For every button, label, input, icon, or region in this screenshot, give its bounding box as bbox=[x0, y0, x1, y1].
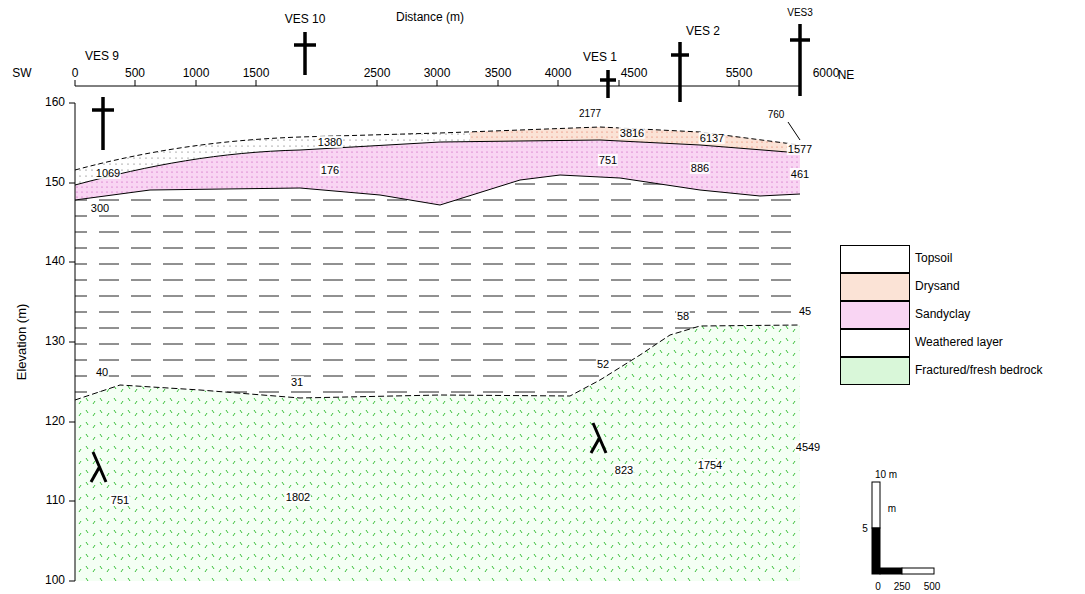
axis-label: VES 10 bbox=[285, 13, 326, 26]
resistivity-value: 300 bbox=[90, 202, 110, 214]
axis-label: VES 1 bbox=[583, 51, 617, 64]
drysand-layer bbox=[470, 127, 800, 185]
resistivity-value: 461 bbox=[790, 168, 810, 180]
axis-label: 6000 bbox=[813, 67, 840, 80]
axis-label: 0 bbox=[72, 67, 79, 80]
weathered-layer bbox=[75, 175, 800, 400]
resistivity-value: 1380 bbox=[317, 136, 343, 148]
axis-label: 4000 bbox=[545, 67, 572, 80]
axis-label: NE bbox=[838, 69, 855, 82]
leader-line bbox=[788, 122, 800, 140]
layer-boundary bbox=[75, 175, 800, 205]
axis-label: 2500 bbox=[364, 67, 391, 80]
axis-label: VES 2 bbox=[686, 25, 720, 38]
axis-label: 0 bbox=[875, 581, 881, 592]
resistivity-value: 886 bbox=[690, 162, 710, 174]
fracture-symbol bbox=[91, 423, 606, 482]
legend-label: Sandyclay bbox=[915, 308, 970, 321]
topsoil-layer bbox=[75, 127, 470, 185]
axis-label: 3000 bbox=[424, 67, 451, 80]
axis-label: Elevation (m) bbox=[15, 304, 29, 381]
axis-label: 160 bbox=[45, 96, 65, 109]
resistivity-value: 4549 bbox=[795, 441, 821, 453]
axis-label: 140 bbox=[45, 255, 65, 268]
axis-label: 1000 bbox=[183, 67, 210, 80]
axis-label: VES 9 bbox=[85, 50, 119, 63]
axis-label: 10 m bbox=[875, 469, 897, 480]
axis-label: SW bbox=[12, 67, 31, 80]
resistivity-value: 176 bbox=[320, 164, 340, 176]
axis-label: 150 bbox=[45, 176, 65, 189]
axis-ticks bbox=[69, 103, 75, 581]
axis-label: m bbox=[888, 503, 896, 514]
axis-label: 5500 bbox=[726, 67, 753, 80]
resistivity-value: 1069 bbox=[95, 167, 121, 179]
legend-label: Topsoil bbox=[915, 252, 952, 265]
legend-swatch bbox=[840, 245, 910, 273]
legend-label: Weathered layer bbox=[915, 336, 1003, 349]
resistivity-value: 58 bbox=[676, 310, 690, 322]
axis-label: 500 bbox=[125, 67, 145, 80]
legend-swatch bbox=[840, 273, 910, 301]
axis-label: 5 bbox=[862, 523, 868, 534]
resistivity-value: 751 bbox=[110, 494, 130, 506]
axis-label: 130 bbox=[45, 335, 65, 348]
axis-label: 500 bbox=[924, 581, 941, 592]
axis-label: Distance (m) bbox=[396, 11, 464, 24]
scale-bar bbox=[872, 482, 934, 574]
resistivity-value: 3816 bbox=[619, 127, 645, 139]
resistivity-value: 1577 bbox=[787, 143, 813, 155]
axis-ticks bbox=[75, 80, 800, 86]
resistivity-value: 45 bbox=[798, 305, 812, 317]
axis-label: 110 bbox=[46, 494, 65, 507]
axis-label: 3500 bbox=[485, 67, 512, 80]
legend-swatch bbox=[840, 301, 910, 329]
legend-swatch bbox=[840, 357, 910, 385]
bedrock-boundary bbox=[75, 325, 800, 400]
axis-label: 4500 bbox=[621, 67, 648, 80]
axis-label: 100 bbox=[45, 574, 65, 587]
resistivity-value: 2177 bbox=[578, 108, 602, 119]
legend-label: Fractured/fresh bedrock bbox=[915, 364, 1042, 377]
resistivity-value: 823 bbox=[614, 464, 634, 476]
axis-label: 250 bbox=[894, 581, 911, 592]
resistivity-value: 1802 bbox=[285, 491, 311, 503]
resistivity-value: 6137 bbox=[699, 132, 725, 144]
legend-label: Drysand bbox=[915, 280, 960, 293]
ves-marker bbox=[92, 24, 810, 150]
axis-label: VES3 bbox=[787, 7, 813, 18]
resistivity-value: 31 bbox=[290, 376, 304, 388]
resistivity-value: 40 bbox=[95, 366, 109, 378]
resistivity-value: 760 bbox=[767, 109, 786, 120]
resistivity-value: 52 bbox=[596, 358, 610, 370]
layer-boundary bbox=[75, 140, 800, 185]
axis-label: 120 bbox=[45, 415, 65, 428]
resistivity-value: 1754 bbox=[697, 459, 723, 471]
resistivity-value: 751 bbox=[598, 154, 618, 166]
legend-swatch bbox=[840, 329, 910, 357]
axis-label: 1500 bbox=[243, 67, 270, 80]
